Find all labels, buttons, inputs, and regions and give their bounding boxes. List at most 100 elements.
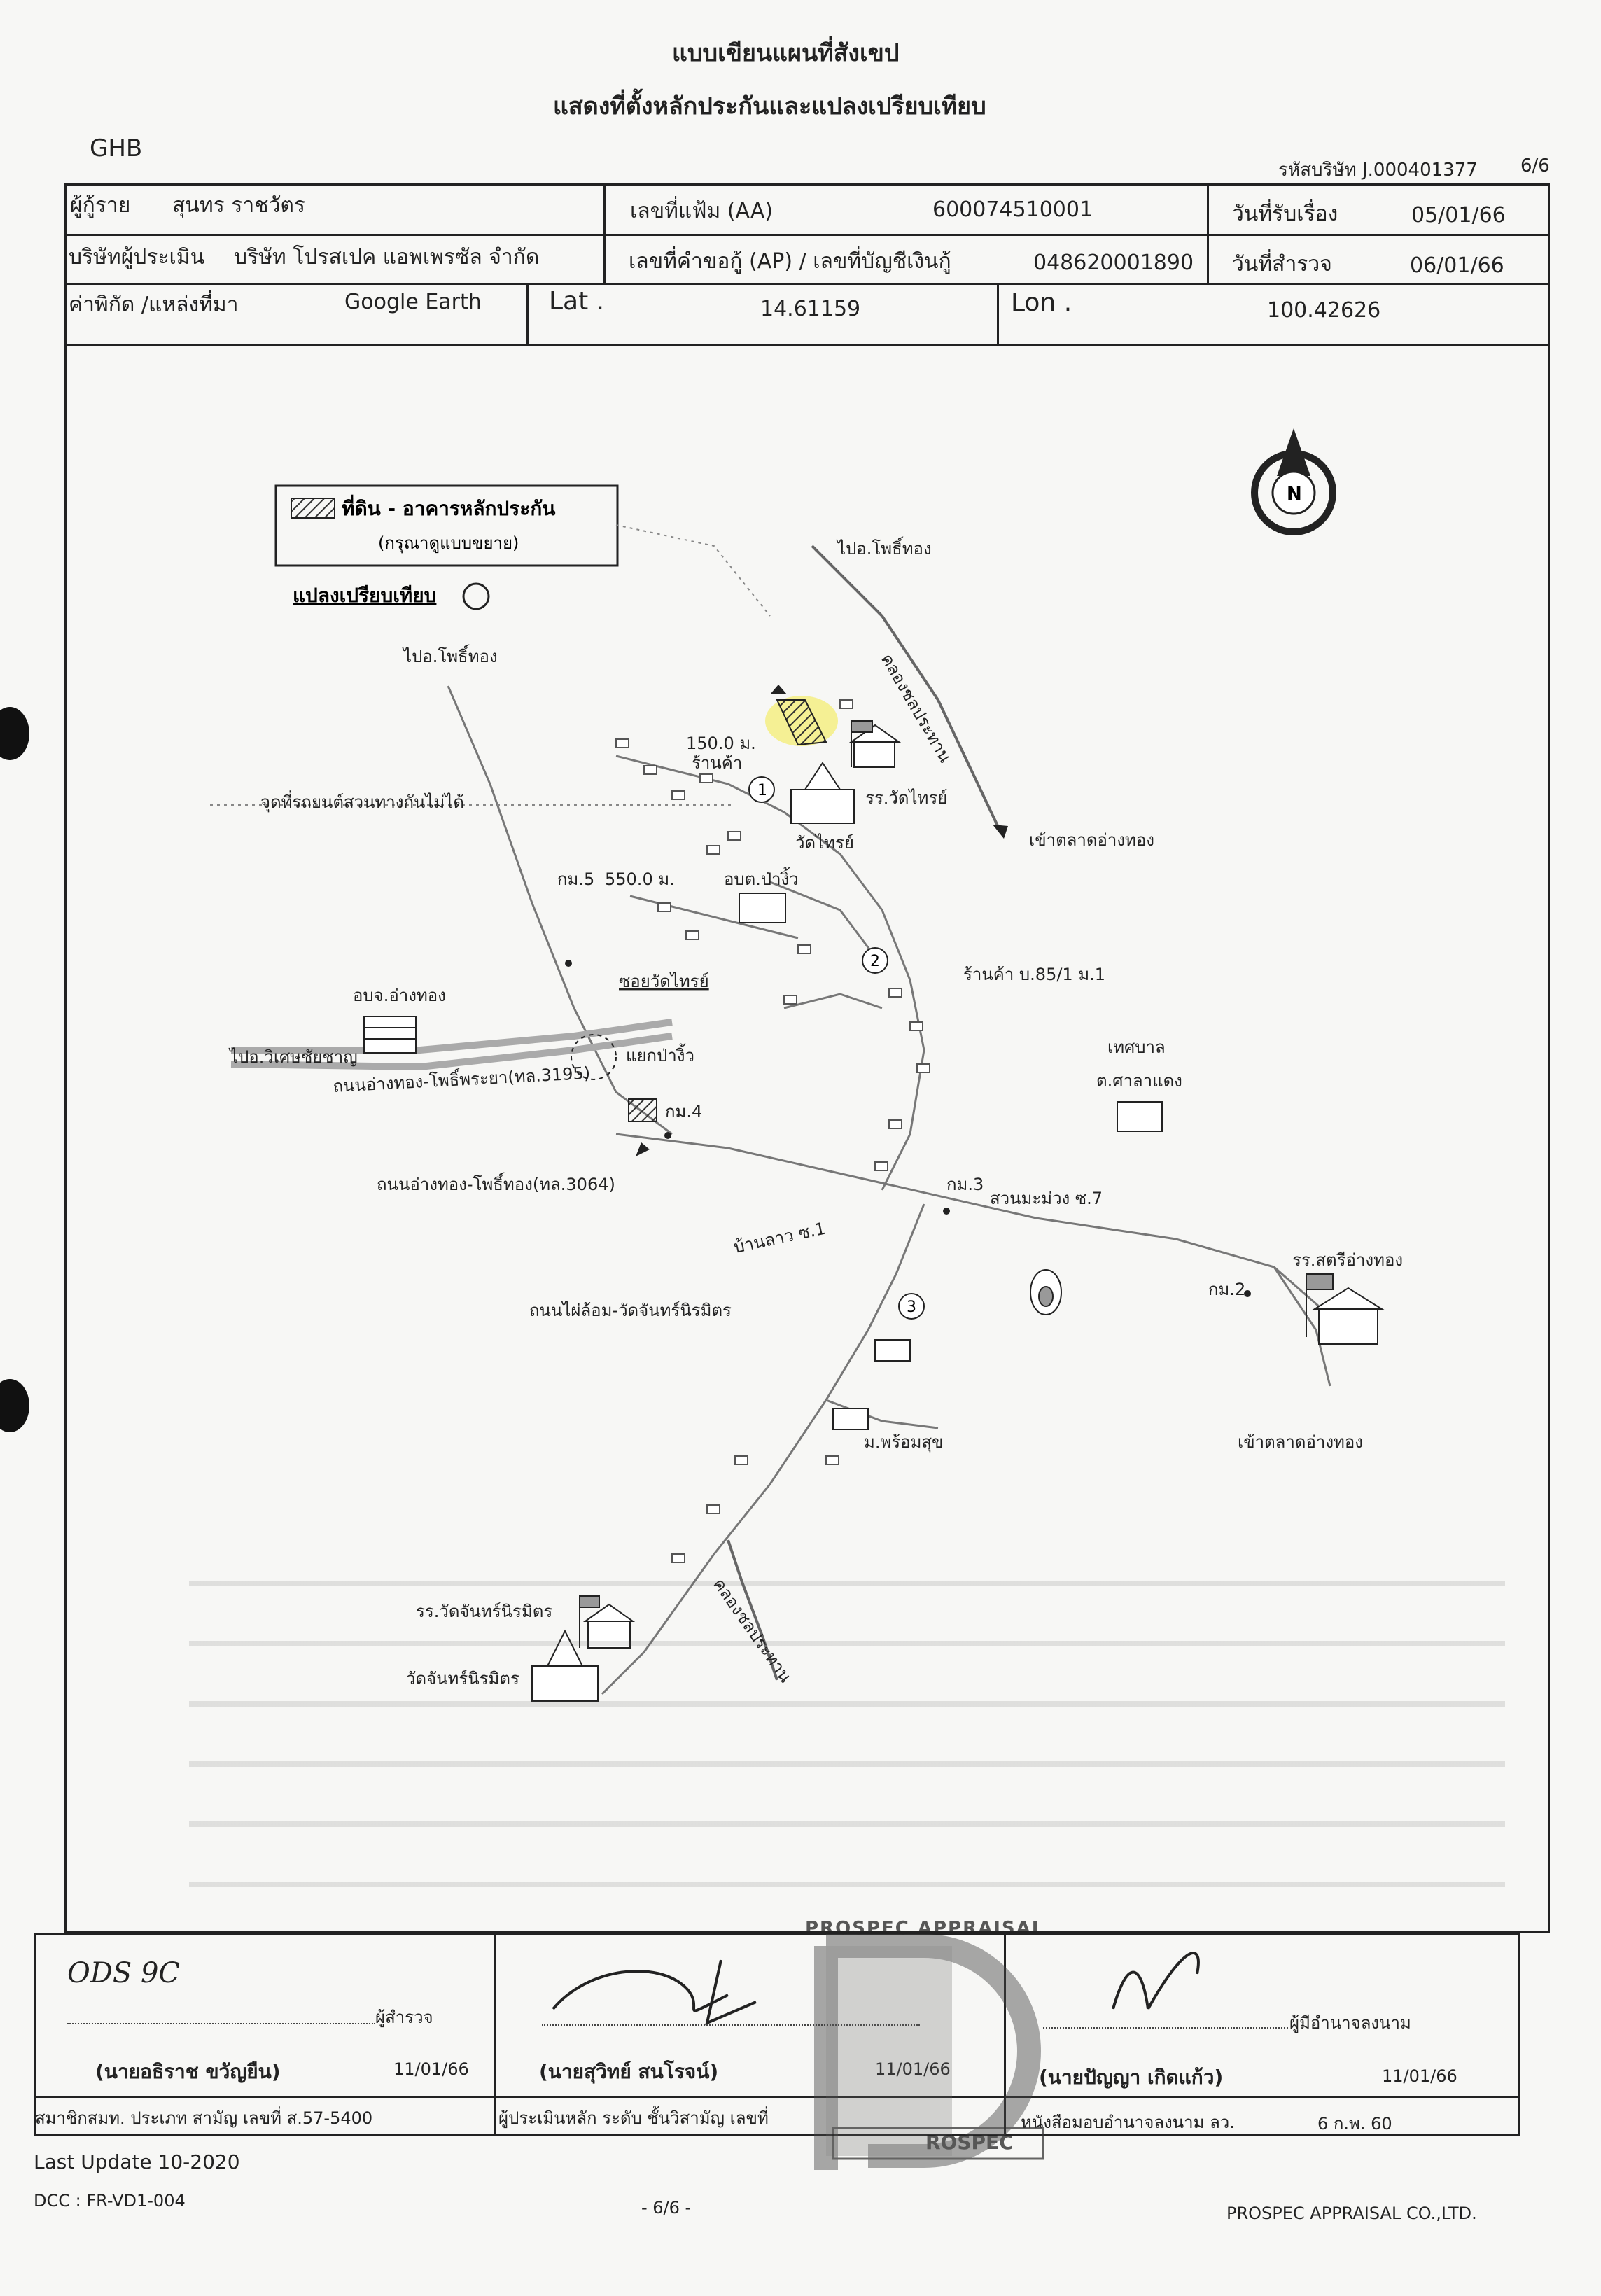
- label-municipality-2: ต.ศาลาแดง: [1096, 1071, 1182, 1091]
- km3-post: [943, 1208, 950, 1214]
- signer-date: 11/01/66: [1382, 2066, 1457, 2086]
- label-to-phothong-left: ไปอ.โพธิ์ทอง: [402, 644, 498, 666]
- label-dist-150: 150.0 ม.: [686, 734, 756, 753]
- sig-col-line-1: [494, 1933, 496, 2136]
- road-to-phothong-left: [447, 685, 673, 1135]
- km4-sign-icon: [628, 1098, 657, 1122]
- request-label: เลขที่คำขอกู้ (AP) / เลขที่บัญชีเงินกู้: [629, 249, 951, 274]
- svg-text:2: 2: [870, 953, 880, 970]
- header-col-line-a: [603, 183, 606, 283]
- house-icon: [839, 699, 853, 709]
- surveyor-initials: ODS 9C: [67, 1957, 181, 1989]
- header-row-line-2: [64, 283, 1550, 285]
- marker-2: 2: [862, 947, 888, 974]
- canal-bottom: [727, 1539, 778, 1681]
- school-wat-chan-icon: [579, 1595, 636, 1648]
- house-icon: [727, 831, 741, 841]
- village-icon-2: [874, 1339, 911, 1362]
- last-update: Last Update 10-2020: [34, 2150, 240, 2174]
- road-to-market-bottom: [1273, 1266, 1331, 1387]
- survey-value: 06/01/66: [1410, 253, 1504, 278]
- surveyor-date: 11/01/66: [393, 2059, 469, 2079]
- borrower-value: สุนทร ราชวัตร: [172, 193, 306, 218]
- road-to-wat-chan: [601, 1203, 925, 1695]
- house-icon: [874, 1161, 888, 1171]
- file-no-label: เลขที่แฟ้ม (AA): [630, 199, 774, 223]
- house-icon: [825, 1455, 839, 1465]
- chief-signature: [552, 1959, 757, 2026]
- house-icon: [783, 995, 797, 1004]
- label-wat-chan: วัดจันทร์นิรมิตร: [406, 1669, 519, 1688]
- chief-dots: [542, 2009, 920, 2026]
- label-to-phothong-right: ไปอ.โพธิ์ทอง: [836, 536, 932, 559]
- header-col-line-b: [1207, 183, 1209, 283]
- label-school-wat-sai: รร.วัดไทรย์: [865, 788, 947, 808]
- header-col-line-c: [526, 283, 529, 346]
- survey-label: วันที่สำรวจ: [1232, 252, 1332, 276]
- legend-hatch-swatch: [291, 498, 335, 519]
- obt-building-icon: [739, 892, 786, 923]
- stamp-text: PROSPEC APPRAISAL: [805, 1918, 1045, 1939]
- signer-letter-date: 6 ก.พ. 60: [1317, 2114, 1392, 2134]
- km4-post: [664, 1132, 671, 1139]
- label-km2: กม.2: [1208, 1280, 1245, 1299]
- label-road-wat-chan: ถนนไผ่ล้อม-วัดจันทร์นิรมิตร: [529, 1301, 732, 1320]
- house-icon: [909, 1021, 923, 1031]
- school-wat-sai-icon: [848, 720, 902, 768]
- label-road-3064: ถนนอ่างทอง-โพธิ์ทอง(ทล.3064): [377, 1172, 615, 1194]
- borrower-label: ผู้กู้ราย: [70, 193, 131, 218]
- legend-collateral: ที่ดิน - อาคารหลักประกัน: [342, 494, 555, 520]
- chief-role: ผู้ประเมินหลัก ระดับ ชั้นวิสามัญ เลขที่: [498, 2108, 769, 2128]
- signer-role: ผู้มีอำนาจลงนาม: [1289, 2013, 1411, 2033]
- sig-row-line: [34, 2096, 1520, 2098]
- svg-text:3: 3: [907, 1298, 916, 1316]
- school-satri-icon: [1306, 1273, 1385, 1345]
- arrow-road-3064: [636, 1142, 650, 1156]
- received-value: 05/01/66: [1411, 203, 1506, 227]
- appraiser-label: บริษัทผู้ประเมิน: [69, 245, 205, 270]
- village-icon: [832, 1408, 869, 1430]
- km2-post: [1244, 1290, 1251, 1297]
- label-shop-85: ร้านค้า บ.85/1 ม.1: [963, 965, 1105, 984]
- label-to-market-bottom: เข้าตลาดอ่างทอง: [1238, 1432, 1363, 1452]
- coord-label: ค่าพิกัด /แหล่งที่มา: [69, 293, 239, 317]
- received-label: วันที่รับเรื่อง: [1232, 202, 1338, 226]
- label-soi-wat-sai: ซอยวัดไทรย์: [619, 972, 709, 991]
- request-value: 048620001890: [1033, 251, 1194, 275]
- house-icon: [615, 738, 629, 748]
- house-icon: [734, 1455, 748, 1465]
- label-km3: กม.3: [946, 1175, 984, 1194]
- house-icon: [916, 1063, 930, 1073]
- house-icon: [888, 988, 902, 997]
- municipality-building-icon: [1117, 1101, 1163, 1132]
- header-table: [64, 183, 1550, 346]
- stamp-graphic: [814, 1934, 1044, 2170]
- temple-wat-chan-icon: [531, 1629, 599, 1702]
- label-dist-550: 550.0 ม.: [605, 869, 675, 889]
- stamp-bottom: ROSPEC: [925, 2131, 1014, 2154]
- surveyor-name: (นายอธิราช ขวัญยืน): [95, 2060, 281, 2083]
- page-number: - 6/6 -: [641, 2198, 692, 2218]
- marker-3: 3: [898, 1293, 925, 1320]
- house-icon: [671, 790, 685, 800]
- road-3195: [231, 1018, 673, 1054]
- label-obj-angthong: อบจ.อ่างทอง: [353, 986, 446, 1005]
- label-school-wat-chan: รร.วัดจันทร์นิรมิตร: [416, 1602, 552, 1621]
- label-km5: กม.5: [557, 869, 594, 889]
- compass-n: N: [1287, 484, 1302, 505]
- doc-title: แบบเขียนแผนที่สังเขป: [672, 39, 900, 67]
- appraiser-value: บริษัท โปรสเปค แอพเพรซัล จำกัด: [234, 245, 540, 270]
- lon-label: Lon .: [1011, 288, 1072, 317]
- chief-name: (นายสุวิทย์ สนโรจน์): [539, 2060, 719, 2083]
- house-icon: [657, 902, 671, 912]
- label-wat-sai: วัดไทรย์: [795, 833, 854, 853]
- label-moo-phromsuk: ม.พร้อมสุข: [864, 1432, 943, 1452]
- canal-top: [811, 545, 1002, 834]
- label-ban-lao: บ้านลาว ซ.1: [732, 1219, 827, 1257]
- legend-comparison-circle: [462, 582, 490, 610]
- label-shop-top: ร้านค้า: [692, 753, 742, 773]
- signer-signature: [1112, 1952, 1200, 2010]
- lon-value: 100.42626: [1267, 298, 1381, 323]
- map-frame: [64, 344, 1550, 1933]
- surveyor-member: สมาชิกสมท. ประเภท สามัญ เลขที่ ส.57-5400: [35, 2108, 373, 2128]
